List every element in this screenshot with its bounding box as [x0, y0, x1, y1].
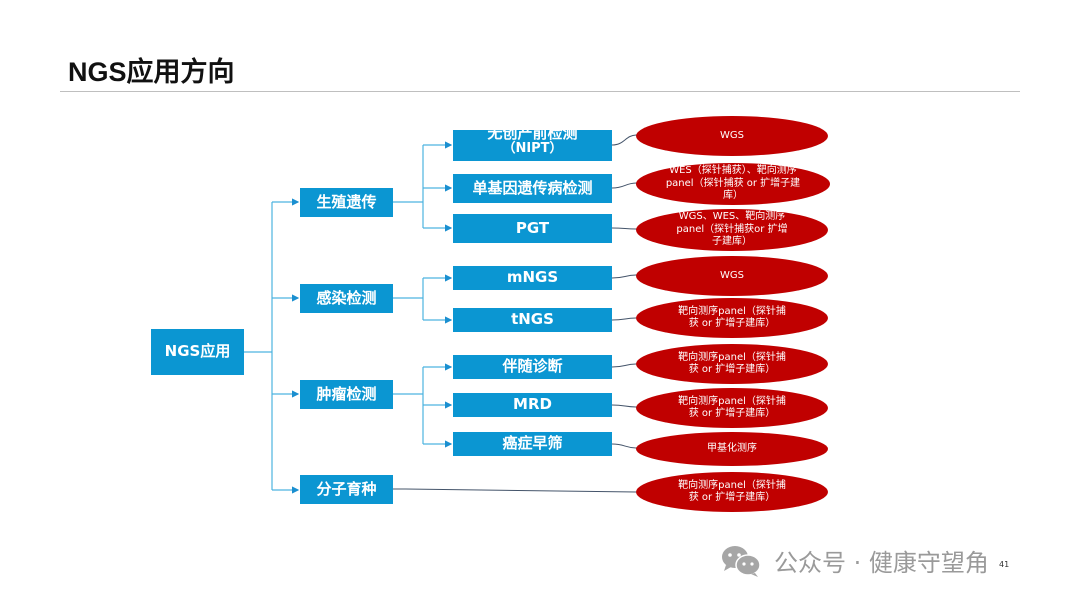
node-category: 感染检测 [300, 284, 393, 313]
category-label: 分子育种 [316, 479, 377, 498]
method-ellipse: 甲基化测序 [636, 432, 828, 466]
method-ellipse: WGS、WES、靶向测序panel（探针捕获or 扩增子建库） [636, 209, 828, 251]
cat0-connectors [393, 141, 453, 232]
cat2-connectors [393, 363, 453, 448]
node-category: 生殖遗传 [300, 188, 393, 217]
application-label: 癌症早筛 [502, 434, 563, 453]
category-label: 感染检测 [316, 288, 377, 307]
method-ellipse: WGS [636, 116, 828, 156]
watermark-text: 公众号 · 健康守望角 [774, 549, 989, 577]
method-label: 靶向测序panel（探针捕获 or 扩增子建库） [678, 395, 786, 420]
node-application: 单基因遗传病检测 [453, 174, 612, 203]
cat1-connectors [393, 274, 453, 324]
application-label: MRD [513, 395, 552, 414]
method-ellipse: 靶向测序panel（探针捕获 or 扩增子建库） [636, 472, 828, 512]
application-label: 单基因遗传病检测 [472, 178, 593, 197]
node-application: tNGS [453, 308, 612, 332]
application-label: tNGS [511, 310, 554, 329]
node-root-label: NGS应用 [164, 342, 231, 361]
root-connectors [244, 198, 300, 494]
method-label: 靶向测序panel（探针捕获 or 扩增子建库） [678, 305, 786, 330]
application-label-line1: 无创产前检测 [487, 130, 578, 142]
method-ellipse: 靶向测序panel（探针捕获 or 扩增子建库） [636, 298, 828, 338]
method-label: WGS [720, 129, 744, 141]
application-label: mNGS [506, 268, 559, 287]
category-label: 生殖遗传 [316, 192, 377, 211]
method-ellipse: WGS [636, 256, 828, 296]
title-divider [60, 91, 1020, 92]
node-root: NGS应用 [151, 329, 244, 375]
node-application: 癌症早筛 [453, 432, 612, 456]
wechat-icon [720, 544, 764, 578]
method-label: 靶向测序panel（探针捕获 or 扩增子建库） [678, 479, 786, 504]
application-label: PGT [515, 218, 550, 237]
method-label: 靶向测序panel（探针捕获 or 扩增子建库） [678, 351, 786, 376]
application-label-line2: （NIPT） [502, 140, 563, 156]
method-ellipse: WES（探针捕获）、靶向测序panel（探针捕获 or 扩增子建库） [636, 163, 830, 205]
node-category: 肿瘤检测 [300, 380, 393, 409]
category-label: 肿瘤检测 [316, 384, 377, 403]
method-label: WGS、WES、靶向测序panel（探针捕获or 扩增子建库） [676, 211, 788, 248]
method-connectors [392, 134, 638, 493]
watermark: 公众号 · 健康守望角 [720, 543, 989, 578]
node-application: 伴随诊断 [453, 355, 612, 379]
node-application: mNGS [453, 266, 612, 290]
method-label: 甲基化测序 [707, 442, 757, 454]
application-label: 伴随诊断 [502, 357, 563, 376]
node-application: 无创产前检测 （NIPT） [453, 130, 612, 161]
method-label: WGS [720, 269, 744, 281]
node-category: 分子育种 [300, 475, 393, 504]
node-application: PGT [453, 214, 612, 243]
slide-title: NGS应用方向 [68, 57, 235, 87]
node-application: MRD [453, 393, 612, 417]
method-label: WES（探针捕获）、靶向测序panel（探针捕获 or 扩增子建库） [665, 165, 801, 202]
method-ellipse: 靶向测序panel（探针捕获 or 扩增子建库） [636, 344, 828, 384]
page-number: 41 [999, 560, 1010, 569]
method-ellipse: 靶向测序panel（探针捕获 or 扩增子建库） [636, 388, 828, 428]
